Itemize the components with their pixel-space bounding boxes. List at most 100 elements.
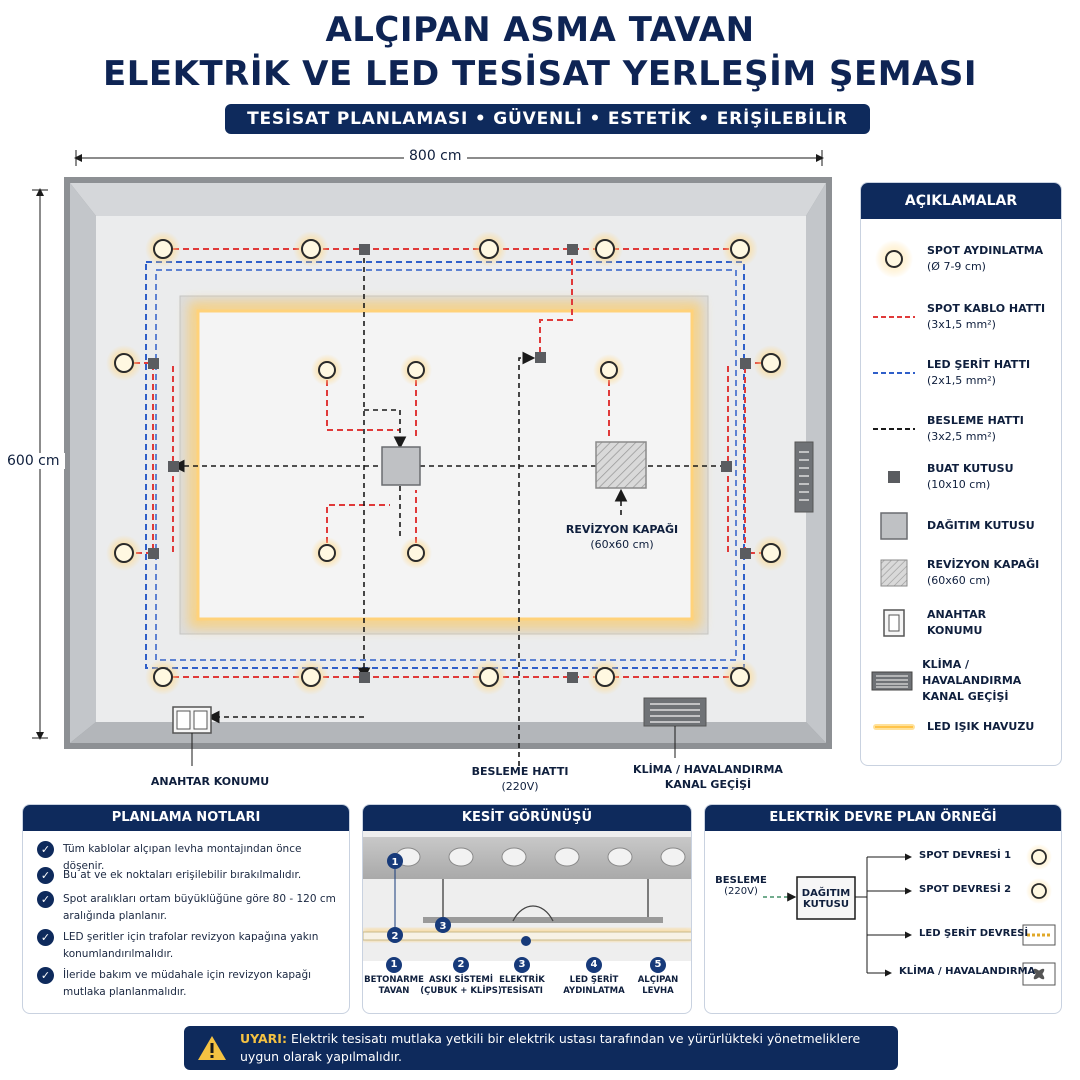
check-icon: ✓ [37, 929, 54, 946]
note-text-1: Tüm kablolar alçıpan levha montajından ö… [63, 843, 302, 872]
switch-plate [172, 706, 212, 734]
revision-cover-size: (60x60 cm) [590, 538, 654, 551]
section-num-2: 2 [453, 957, 469, 973]
legend-feed-line-name: BESLEME HATTI [927, 414, 1024, 427]
feed-line-label: BESLEME HATTI (220V) [460, 764, 580, 794]
check-icon: ✓ [37, 891, 54, 908]
hvac-grille-icon [871, 671, 913, 691]
distribution-box [381, 446, 421, 486]
section-item-3-line1: ELEKTRİK [499, 975, 545, 985]
note-item: ✓LED şeritler için trafolar revizyon kap… [37, 929, 337, 963]
circuit-plan-panel: ELEKTRİK DEVRE PLAN ÖRNEĞİ BESLEME(220V)… [704, 804, 1062, 1014]
section-item-1-line1: BETONARME [364, 975, 424, 985]
section-num-5: 5 [650, 957, 666, 973]
hvac-label-line-2: KANAL GEÇİŞİ [664, 778, 752, 791]
led-light-pool [189, 302, 701, 628]
hvac-grille-bottom [643, 697, 707, 727]
circuit-led-label: LED ŞERİT DEVRESİ [919, 928, 1029, 939]
ceiling-plan [32, 150, 832, 766]
svg-text:2: 2 [392, 931, 399, 942]
legend-hvac-detail: KANAL GEÇİŞİ [922, 690, 1009, 703]
legend-junction-box-name: BUAT KUTUSU [927, 462, 1014, 475]
section-item-5-line1: ALÇIPAN [637, 975, 679, 985]
circuit-feed-label: BESLEME(220V) [713, 875, 769, 897]
note-text-3: Spot aralıkları ortam büyüklüğüne göre 8… [63, 893, 336, 922]
legend-item-distribution-box: DAĞITIM KUTUSU [861, 511, 1061, 541]
check-icon: ✓ [37, 867, 54, 884]
note-text-5: İleride bakım ve müdahale için revizyon … [63, 969, 312, 998]
revision-cover [595, 441, 647, 489]
note-item: ✓İleride bakım ve müdahale için revizyon… [37, 967, 337, 1001]
section-item-3-line2: TESİSATI [501, 986, 543, 996]
section-item-4-line2: AYDINLATMA [563, 986, 625, 996]
feed-voltage-text: (220V) [501, 780, 539, 793]
page-title: ALÇIPAN ASMA TAVAN ELEKTRİK VE LED TESİS… [0, 8, 1080, 96]
legend-hvac-name: KLİMA / HAVALANDIRMA [922, 658, 1022, 687]
check-icon: ✓ [37, 841, 54, 858]
legend-switch-detail: KONUMU [927, 624, 983, 637]
width-dimension-label: 800 cm [404, 148, 467, 164]
legend-item-feed-line: BESLEME HATTI (3x2,5 mm²) [861, 413, 1061, 445]
legend-junction-box-detail: (10x10 cm) [927, 478, 991, 491]
note-item: ✓ Tüm kablolar alçıpan levha montajından … [37, 841, 337, 875]
circuit-distribution-box [796, 876, 856, 920]
circuit-plan-title: ELEKTRİK DEVRE PLAN ÖRNEĞİ [705, 805, 1061, 831]
legend-led-line-detail: (2x1,5 mm²) [927, 374, 996, 387]
svg-text:3: 3 [440, 921, 447, 932]
circuit-spot-2-label: SPOT DEVRESİ 2 [919, 884, 1012, 895]
feed-lines [171, 249, 726, 766]
red-dashed-line-icon [873, 316, 915, 318]
title-line-1: ALÇIPAN ASMA TAVAN [325, 10, 755, 50]
led-strip-line [145, 261, 745, 669]
warning-line-2: uygun olarak yapılmalıdır. [240, 1049, 402, 1064]
spot-lights [106, 231, 789, 695]
section-item-2-line1: ASKI SİSTEMİ [428, 975, 494, 985]
note-item: ✓Bu at ve ek noktaları erişilebilir bıra… [37, 867, 337, 884]
switch-label: ANAHTAR KONUMU [150, 775, 270, 788]
legend-led-pool-name: LED IŞIK HAVUZU [927, 720, 1035, 733]
blue-dashed-line-icon [873, 372, 915, 374]
warning-line-1: Elektrik tesisatı mutlaka yetkili bir el… [290, 1031, 861, 1046]
warning-icon [198, 1036, 226, 1060]
height-dimension-label: 600 cm [2, 453, 65, 469]
svg-text:1: 1 [392, 857, 399, 868]
distribution-box-icon [880, 512, 908, 540]
legend-item-spot: SPOT AYDINLATMA(Ø 7-9 cm) [861, 239, 1061, 279]
circuit-feed-voltage: (220V) [724, 886, 758, 897]
planning-notes-panel: PLANLAMA NOTLARI ✓Tüm kablolar alçıpan l… [22, 804, 350, 1014]
revision-cover-label: REVİZYON KAPAĞI (60x60 cm) [556, 522, 688, 552]
revision-cover-text: REVİZYON KAPAĞI [565, 523, 679, 536]
note-item: ✓ Spot aralıkları ortam büyüklüğüne göre … [37, 891, 337, 925]
section-item-5-line2: LEVHA [642, 986, 674, 996]
legend-feed-line-detail: (3x2,5 mm²) [927, 430, 996, 443]
section-num-4: 4 [586, 957, 602, 973]
circuit-hvac-label: KLİMA / HAVALANDIRMA [899, 966, 1036, 977]
circuit-diagram [763, 844, 1056, 986]
legend-item-spot-cable: SPOT KABLO HATTI(3x1,5 mm²) [861, 301, 1061, 333]
legend-revision-cover-name: REVİZYON KAPAĞI [927, 558, 1040, 571]
section-num-3: 3 [514, 957, 530, 973]
section-item-2-line2: (ÇUBUK + KLİPS) [420, 986, 502, 996]
hvac-label: KLİMA / HAVALANDIRMA KANAL GEÇİŞİ [608, 762, 808, 792]
legend-item-led-line: LED ŞERİT HATTI (2x1,5 mm²) [861, 357, 1061, 389]
spot-icon [875, 240, 913, 278]
legend-revision-cover-detail: (60x60 cm) [927, 574, 991, 587]
warning-banner: UYARI: Elektrik tesisatı mutlaka yetkili… [184, 1026, 898, 1070]
section-markers: 1 2 3 [387, 853, 531, 946]
section-drawing: 1 2 3 [363, 831, 691, 961]
legend-led-line-name: LED ŞERİT HATTI [927, 358, 1031, 371]
legend-item-revision-cover: REVİZYON KAPAĞI (60x60 cm) [861, 557, 1061, 589]
legend-panel: AÇIKLAMALAR SPOT AYDINLATMA(Ø 7-9 cm) SP… [860, 182, 1062, 766]
legend-spot-cable-detail: (3x1,5 mm²) [927, 318, 996, 331]
subtitle-banner: TESİSAT PLANLAMASI • GÜVENLİ • ESTETİK •… [225, 104, 870, 134]
legend-spot-name: SPOT AYDINLATMA [927, 244, 1044, 257]
junction-box-icon [888, 471, 900, 483]
